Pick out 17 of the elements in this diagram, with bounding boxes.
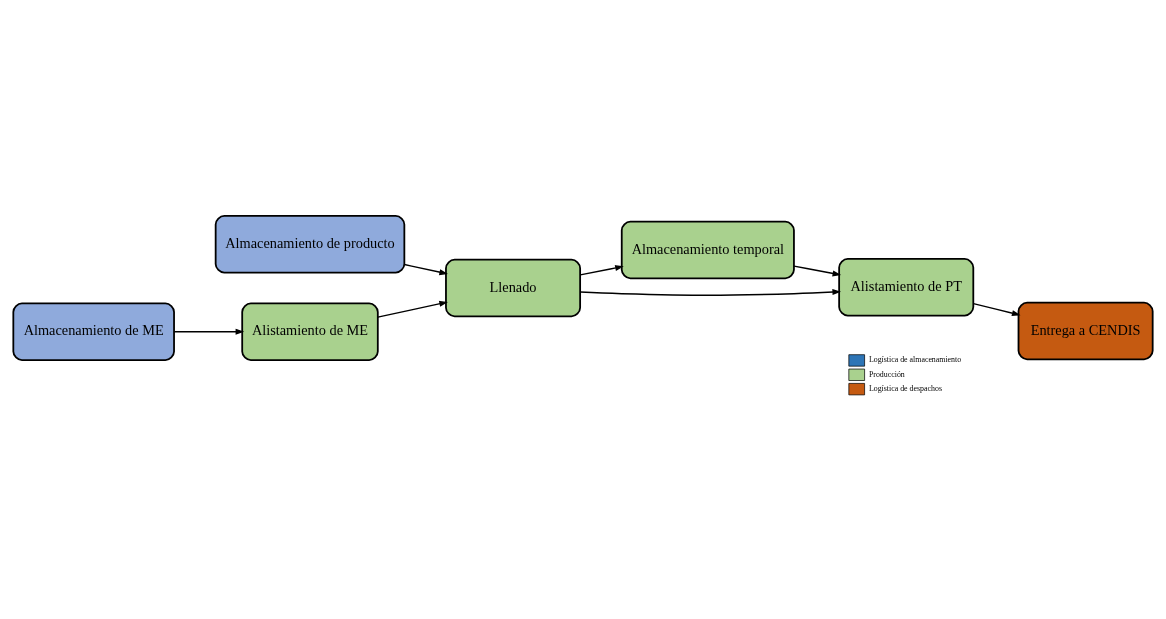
arrow [403, 263, 448, 276]
legend-label: Producción [868, 369, 905, 379]
arrow [972, 302, 1021, 317]
arrow [579, 289, 841, 297]
node-box: Almacenamiento de producto [214, 214, 406, 274]
node-box: Llenado [445, 258, 582, 318]
arrow [173, 328, 245, 335]
arrow [793, 265, 842, 277]
legend-label: Logística de despachos [868, 384, 942, 394]
node-box: Entrega a CENDIS [1017, 301, 1154, 361]
node-box: Alistamiento de ME [241, 302, 379, 361]
node-box: Almacenamiento de ME [12, 302, 175, 361]
legend-label: Logística de almacenamiento [868, 355, 962, 365]
node-box: Alistamiento de PT [838, 258, 975, 317]
arrow [377, 300, 448, 318]
arrow [579, 265, 624, 276]
node-box: Almacenamiento temporal [620, 220, 795, 280]
